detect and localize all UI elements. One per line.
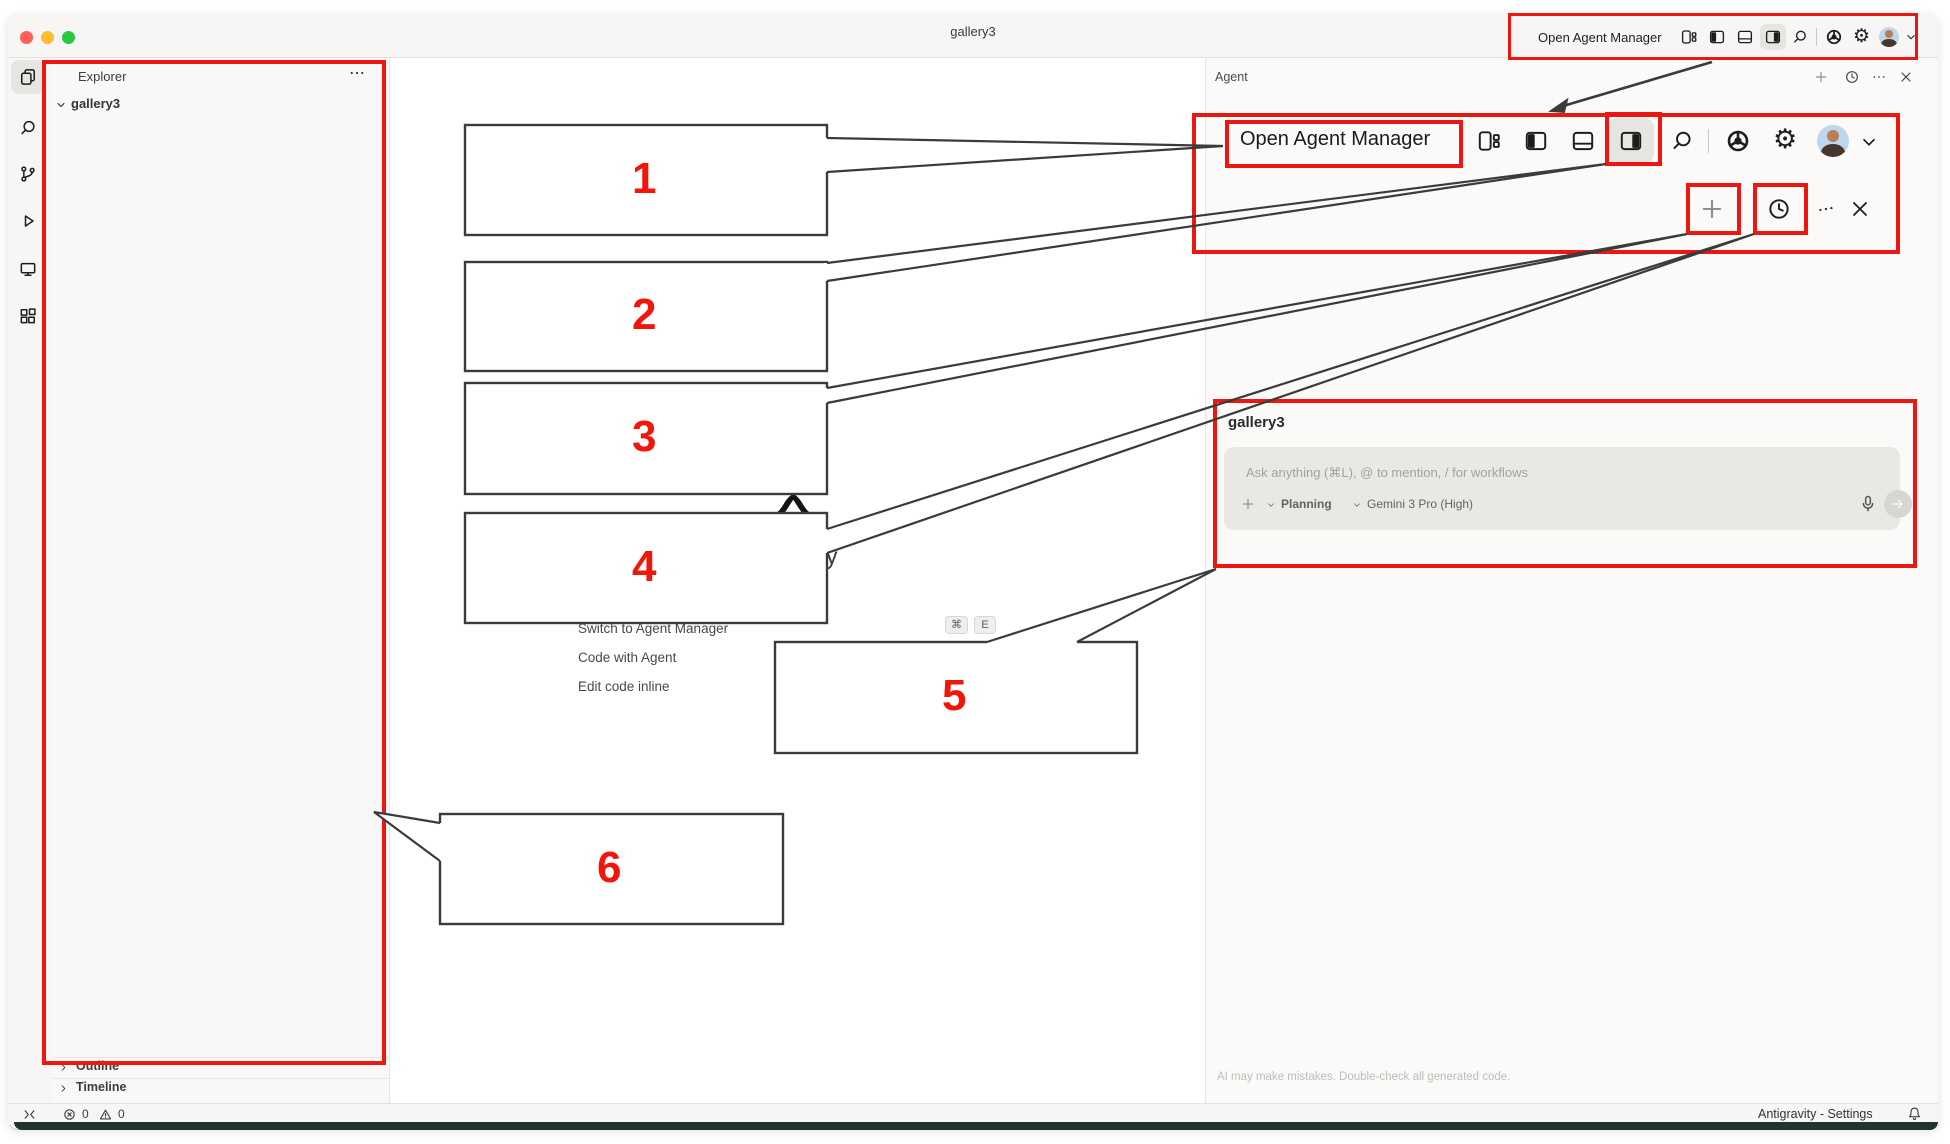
zoom-inset-plus-icon <box>1698 195 1726 223</box>
zoom-inset-close-icon <box>1848 197 1872 221</box>
more-actions-icon[interactable] <box>1871 69 1887 85</box>
conversation-title: gallery3 <box>1228 414 1285 431</box>
zoom-inset-right-panel-icon <box>1618 128 1644 154</box>
editor-area <box>390 58 1205 1103</box>
close-window-button[interactable] <box>20 31 33 44</box>
search-icon[interactable] <box>1791 28 1809 46</box>
sidebar-item-run-debug[interactable] <box>18 211 38 231</box>
mic-icon[interactable] <box>1858 494 1878 514</box>
kbd-e: E <box>974 616 996 634</box>
zoom-window-button[interactable] <box>62 31 75 44</box>
agent-manager-icon[interactable] <box>1680 28 1698 46</box>
callout-number-2: 2 <box>632 290 657 339</box>
attach-plus-icon[interactable] <box>1240 496 1256 512</box>
explorer-panel <box>52 58 390 1103</box>
antigravity-logo-icon <box>770 490 816 521</box>
sidebar-item-explorer[interactable] <box>18 67 38 87</box>
model-dropdown[interactable]: Gemini 3 Pro (High) <box>1367 497 1474 511</box>
errors-icon[interactable] <box>62 1107 77 1122</box>
callout-number-1: 1 <box>632 154 657 203</box>
ai-disclaimer: AI may make mistakes. Double-check all g… <box>1217 1071 1511 1083</box>
sidebar-item-extensions[interactable] <box>18 306 38 326</box>
close-panel-icon[interactable] <box>1898 69 1914 85</box>
outline-chevron-icon <box>58 1062 69 1073</box>
open-agent-manager-button[interactable]: Open Agent Manager <box>1538 30 1662 45</box>
toggle-right-panel-icon[interactable] <box>1764 28 1782 46</box>
zoom-inset-agent-manager-icon <box>1476 128 1502 154</box>
chat-input-box[interactable] <box>1224 447 1900 530</box>
zoom-inset-avatar <box>1817 125 1849 157</box>
app-settings-status[interactable]: Antigravity - Settings <box>1758 1107 1873 1121</box>
mode-chevron-icon <box>1266 500 1276 510</box>
outline-divider <box>52 1057 390 1058</box>
timeline-section[interactable]: Timeline <box>76 1080 127 1094</box>
zoom-inset-divider <box>1708 129 1709 153</box>
mode-dropdown[interactable]: Planning <box>1281 497 1332 511</box>
agent-panel-title: Agent <box>1215 70 1248 84</box>
sidebar-item-devices[interactable] <box>18 259 38 279</box>
chat-input-placeholder: Ask anything (⌘L), @ to mention, / for w… <box>1246 465 1528 480</box>
window-bottom-edge <box>14 1122 1938 1130</box>
timeline-chevron-icon <box>58 1083 69 1094</box>
explorer-more-icon[interactable] <box>348 64 366 82</box>
zoom-inset-browser-icon <box>1725 128 1751 154</box>
settings-gear-icon[interactable]: ⚙ <box>1853 26 1871 47</box>
right-panel-highlight <box>1760 24 1786 50</box>
errors-count[interactable]: 0 <box>82 1107 89 1121</box>
callout-number-6: 6 <box>597 843 622 892</box>
tree-chevron-down-icon <box>55 99 67 111</box>
zoom-inset-bottom-panel-icon <box>1570 128 1596 154</box>
kbd-cmd: ⌘ <box>945 616 968 634</box>
new-conversation-icon[interactable] <box>1813 69 1829 85</box>
model-chevron-icon <box>1352 500 1362 510</box>
zoom-inset-chevron-down-icon <box>1858 131 1880 153</box>
timeline-divider <box>52 1078 390 1079</box>
zoom-inset-history-icon <box>1766 196 1792 222</box>
history-icon[interactable] <box>1844 69 1860 85</box>
outline-section[interactable]: Outline <box>76 1059 120 1073</box>
zoom-inset-search-icon <box>1669 128 1695 154</box>
toggle-bottom-panel-icon[interactable] <box>1736 28 1754 46</box>
sidebar-item-source-control[interactable] <box>18 164 38 184</box>
shortcut-switch-agent-manager: Switch to Agent Manager <box>578 621 729 636</box>
sidebar-item-search[interactable] <box>18 118 38 138</box>
explorer-header: Explorer <box>78 69 127 84</box>
titlebar <box>8 14 1938 58</box>
account-avatar[interactable] <box>1879 27 1899 47</box>
warnings-icon[interactable] <box>98 1107 113 1122</box>
minimize-window-button[interactable] <box>41 31 54 44</box>
callout-number-4: 4 <box>632 542 657 591</box>
zoom-inset-left-panel-icon <box>1523 128 1549 154</box>
warnings-count[interactable]: 0 <box>118 1107 125 1121</box>
callout-number-3: 3 <box>632 412 657 461</box>
shortcut-code-with-agent: Code with Agent <box>578 650 677 665</box>
notifications-bell-icon[interactable] <box>1906 1105 1923 1122</box>
welcome-heading-tail: y <box>826 543 838 569</box>
browser-icon[interactable] <box>1825 28 1843 46</box>
send-button[interactable] <box>1884 490 1912 518</box>
chevron-down-icon[interactable] <box>1904 30 1918 44</box>
zoom-inset-gear-icon: ⚙ <box>1773 124 1798 154</box>
shortcut-edit-code-inline: Edit code inline <box>578 679 670 694</box>
remote-indicator-icon[interactable] <box>22 1107 37 1122</box>
toolbar-divider <box>1816 28 1817 46</box>
status-bar <box>8 1103 1938 1125</box>
zoom-inset-right-panel-highlight <box>1608 118 1654 164</box>
explorer-root-folder[interactable]: gallery3 <box>71 96 121 111</box>
zoom-inset-open-agent-manager-label: Open Agent Manager <box>1240 128 1431 150</box>
callout-number-5: 5 <box>942 671 967 720</box>
toggle-left-panel-icon[interactable] <box>1708 28 1726 46</box>
zoom-inset-more-actions-icon <box>1814 198 1836 220</box>
window-title: gallery3 <box>950 24 996 39</box>
